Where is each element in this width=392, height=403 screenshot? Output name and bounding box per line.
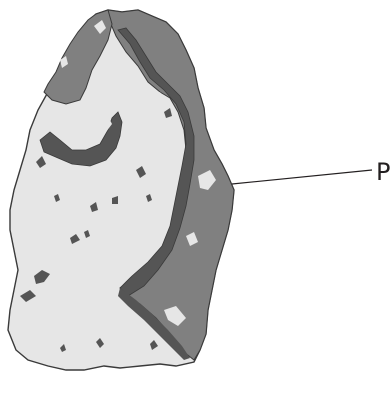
leader-line <box>232 170 372 184</box>
rock-specimen <box>8 10 234 370</box>
label-p: P <box>376 158 390 186</box>
